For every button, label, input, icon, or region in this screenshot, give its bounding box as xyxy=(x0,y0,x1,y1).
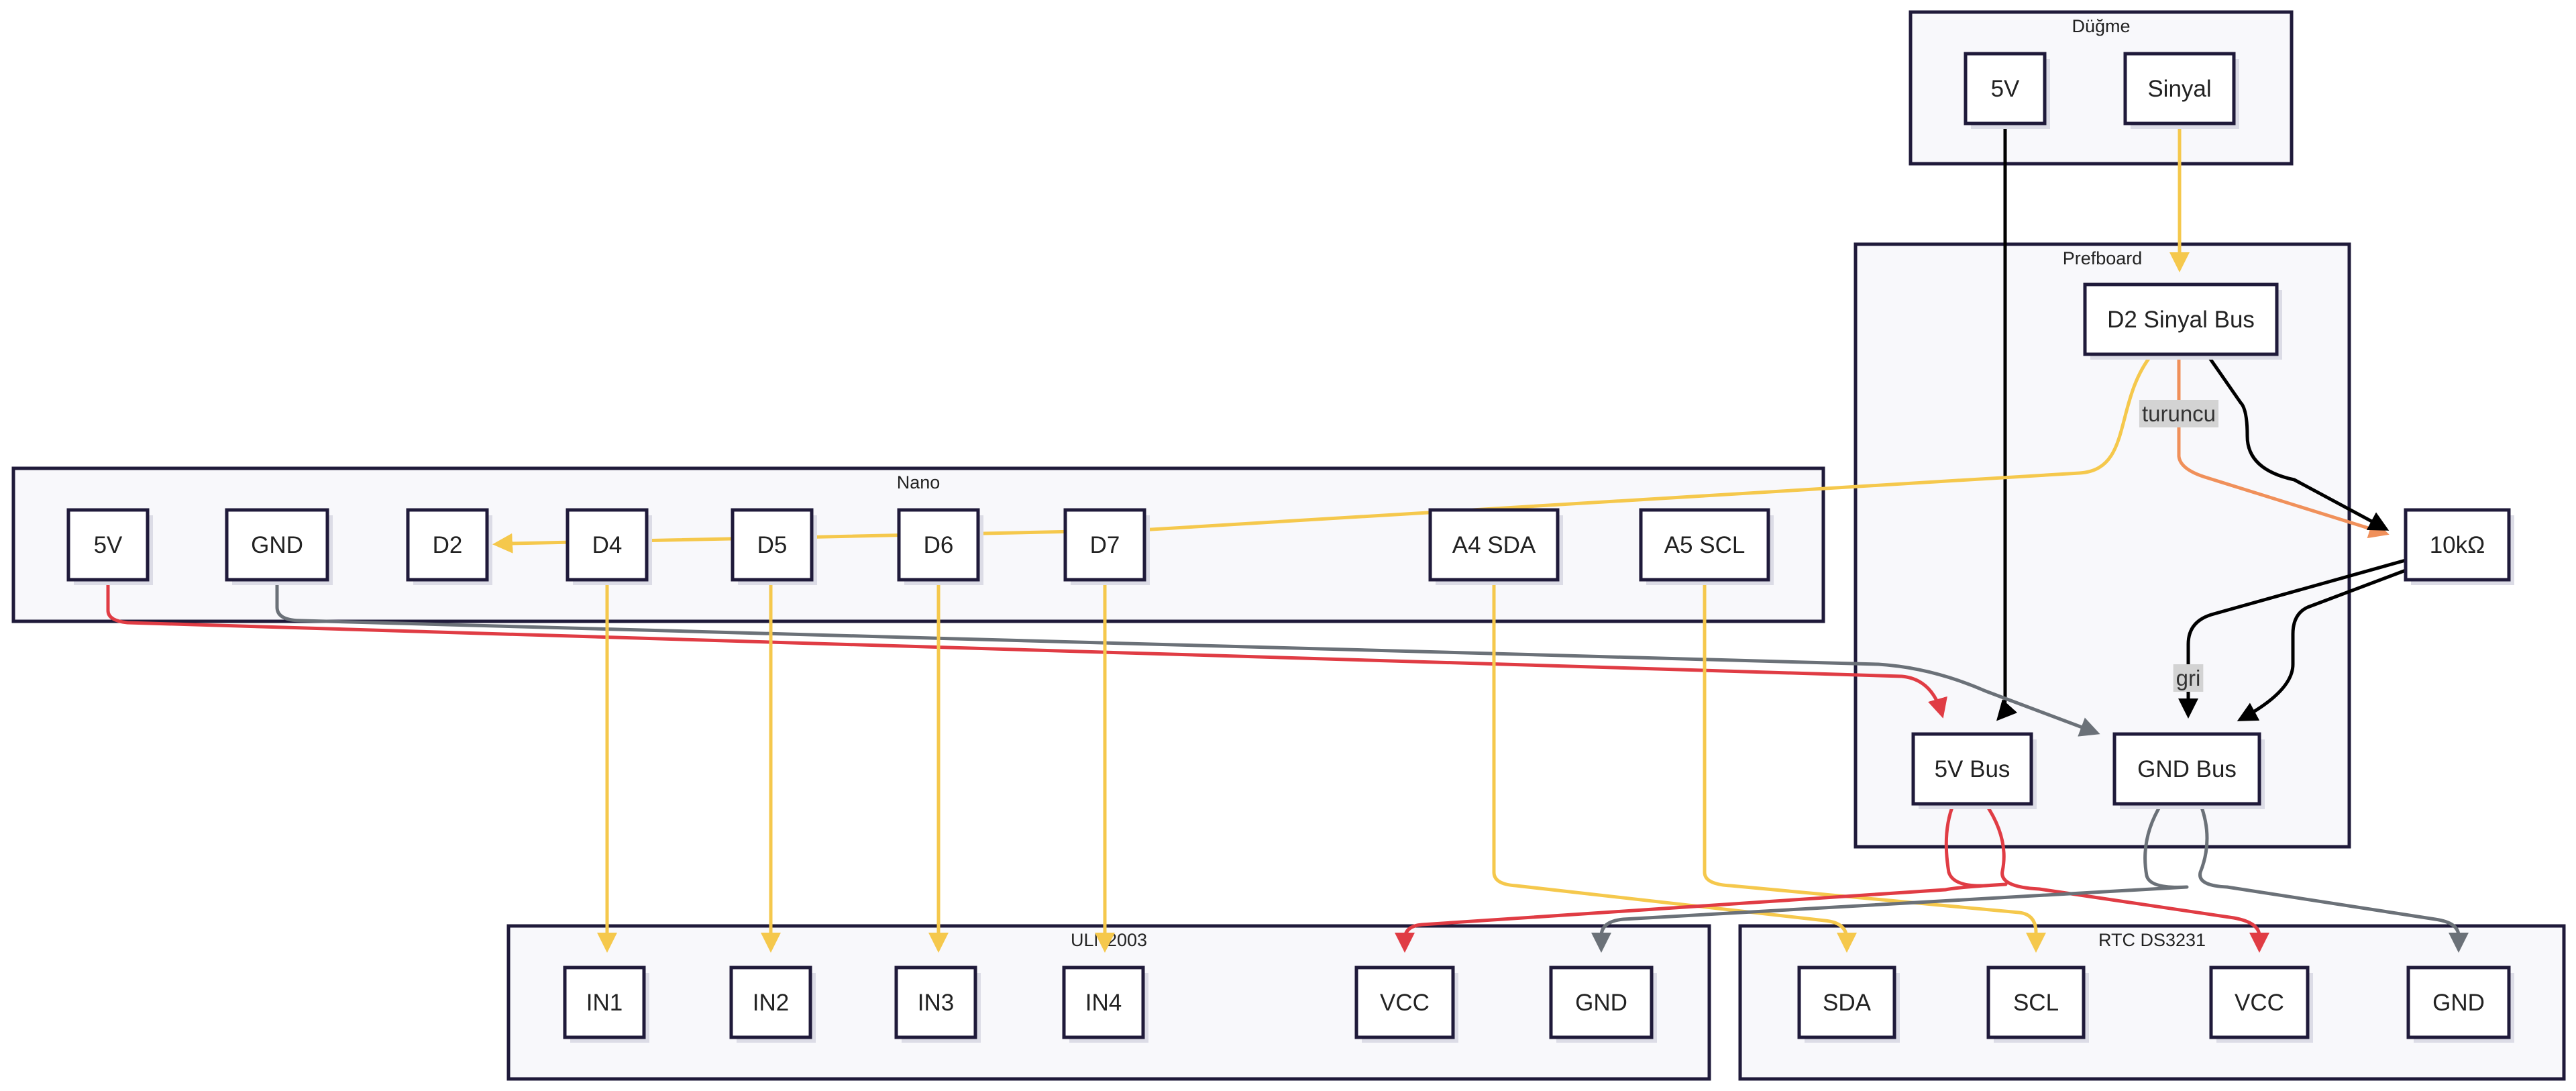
pin-label-nano_gnd: GND xyxy=(251,532,303,558)
pin-nano_d6[interactable]: D6 xyxy=(897,508,983,585)
edge-label-e_d2bus_res_orange: turuncu xyxy=(2139,400,2219,427)
pin-label-uln_in2: IN2 xyxy=(753,990,789,1016)
edge-label-e_res_gnd_a: gri xyxy=(2173,664,2204,692)
pin-label-uln_in4: IN4 xyxy=(1085,990,1122,1016)
wire-nano_gnd-to-busgnd-gray xyxy=(275,578,2100,737)
edge-label-text-e_d2bus_res_orange: turuncu xyxy=(2142,401,2216,426)
pin-label-dugme_5v: 5V xyxy=(1991,76,2020,102)
pin-label-uln_vcc: VCC xyxy=(1380,990,1430,1016)
pin-nano_a4[interactable]: A4 SDA xyxy=(1428,508,1563,585)
pin-nano_gnd[interactable]: GND xyxy=(225,508,333,585)
pin-label-res10k: 10kΩ xyxy=(2430,532,2485,558)
pin-label-bus5v: 5V Bus xyxy=(1935,756,2010,782)
cluster-label-nano: Nano xyxy=(897,472,941,492)
pin-nano_d2[interactable]: D2 xyxy=(406,508,492,585)
pin-dugme_5v[interactable]: 5V xyxy=(1964,52,2050,129)
pin-label-dugme_sinyal: Sinyal xyxy=(2147,76,2211,102)
pin-label-nano_d5: D5 xyxy=(757,532,788,558)
pin-label-uln_in1: IN1 xyxy=(586,990,623,1016)
wire-d2_bus-to-nano_d2-yellow xyxy=(492,352,2154,554)
pin-bus5v[interactable]: 5V Bus xyxy=(1911,732,2037,809)
pin-rtc_gnd[interactable]: GND xyxy=(2406,966,2514,1043)
pin-nano_5v[interactable]: 5V xyxy=(66,508,153,585)
wire-d2_bus-to-res10k-black xyxy=(2205,352,2390,531)
pin-label-d2_bus: D2 Sinyal Bus xyxy=(2107,307,2255,333)
pin-uln_in4[interactable]: IN4 xyxy=(1062,966,1148,1043)
pin-label-rtc_vcc: VCC xyxy=(2235,990,2284,1016)
pin-nano_d4[interactable]: D4 xyxy=(566,508,652,585)
pin-dugme_sinyal[interactable]: Sinyal xyxy=(2123,52,2239,129)
pin-rtc_scl[interactable]: SCL xyxy=(1986,966,2089,1043)
pin-nano_a5[interactable]: A5 SCL xyxy=(1639,508,1774,585)
pin-uln_vcc[interactable]: VCC xyxy=(1354,966,1458,1043)
wire-bus5v-to-rtc_vcc-red xyxy=(1984,802,2269,953)
cluster-label-uln: ULN2003 xyxy=(1071,930,1147,950)
pin-label-nano_d6: D6 xyxy=(924,532,954,558)
pin-res10k[interactable]: 10kΩ xyxy=(2404,508,2514,585)
pin-label-nano_a5: A5 SCL xyxy=(1664,532,1746,558)
wire-bus5v-to-uln_vcc-red xyxy=(1395,802,2008,953)
pin-label-nano_d2: D2 xyxy=(433,532,463,558)
cluster-label-rtc: RTC DS3231 xyxy=(2098,930,2206,950)
pin-label-busgnd: GND Bus xyxy=(2137,756,2237,782)
pin-rtc_vcc[interactable]: VCC xyxy=(2209,966,2313,1043)
pin-label-uln_in3: IN3 xyxy=(918,990,954,1016)
pin-nano_d5[interactable]: D5 xyxy=(731,508,817,585)
pin-label-rtc_sda: SDA xyxy=(1823,990,1872,1016)
pin-busgnd[interactable]: GND Bus xyxy=(2112,732,2265,809)
wire-busgnd-to-rtc_gnd-gray xyxy=(2198,802,2469,953)
wire-nano_5v-to-bus5v-red xyxy=(106,578,1947,719)
wire-res10k-to-busgnd-black xyxy=(2237,568,2408,721)
cluster-label-prefboard: Prefboard xyxy=(2063,248,2143,268)
pin-uln_in1[interactable]: IN1 xyxy=(563,966,649,1043)
wire-d2_bus-to-res10k-orange xyxy=(2177,352,2390,539)
pin-label-rtc_scl: SCL xyxy=(2013,990,2059,1016)
cluster-label-dugme: Düğme xyxy=(2072,16,2130,36)
pin-uln_gnd[interactable]: GND xyxy=(1549,966,1657,1043)
pin-label-uln_gnd: GND xyxy=(1575,990,1627,1016)
edge-label-text-e_res_gnd_a: gri xyxy=(2176,666,2201,690)
pin-label-nano_d7: D7 xyxy=(1090,532,1120,558)
pin-label-nano_a4: A4 SDA xyxy=(1452,532,1536,558)
pin-label-nano_d4: D4 xyxy=(592,532,623,558)
pin-nano_d7[interactable]: D7 xyxy=(1063,508,1150,585)
pin-rtc_sda[interactable]: SDA xyxy=(1797,966,1900,1043)
wire-nano_a5-to-rtc_scl-yellow xyxy=(1703,578,2046,953)
wire-nano_a4-to-rtc_sda-yellow xyxy=(1492,578,1857,953)
wire-res10k-to-busgnd-black xyxy=(2178,558,2408,719)
pin-uln_in3[interactable]: IN3 xyxy=(894,966,981,1043)
wire-busgnd-to-uln_gnd-gray xyxy=(1591,802,2189,953)
pin-uln_in2[interactable]: IN2 xyxy=(729,966,816,1043)
pin-label-rtc_gnd: GND xyxy=(2432,990,2485,1016)
pin-d2_bus[interactable]: D2 Sinyal Bus xyxy=(2083,282,2282,360)
pin-label-nano_5v: 5V xyxy=(94,532,123,558)
